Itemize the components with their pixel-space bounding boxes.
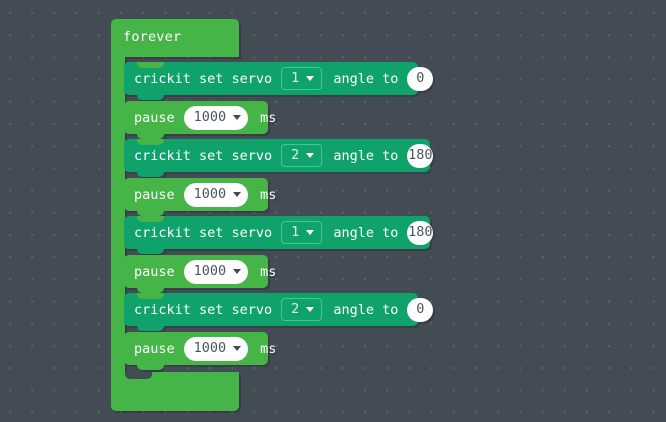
servo-statement-block[interactable]: crickit set servo 2 angle to 0 (124, 293, 434, 331)
pause-duration-value: 1000 (193, 263, 227, 279)
pause-statement-block[interactable]: pause 1000 ms (124, 101, 276, 139)
chevron-down-icon (306, 307, 315, 312)
angle-value-text: 0 (416, 301, 425, 317)
statement-label-leading: pause (134, 340, 175, 357)
servo-statement-block[interactable]: crickit set servo 1 angle to 180 (124, 216, 434, 254)
statement-body[interactable]: pause 1000 ms (124, 101, 276, 139)
statement-label-trailing: angle to (333, 70, 399, 87)
block-bottom-tab (137, 210, 164, 216)
statement-body[interactable]: crickit set servo 2 angle to 0 (124, 293, 434, 331)
chevron-down-icon (306, 153, 315, 158)
statement-label-leading: crickit set servo (134, 70, 273, 87)
angle-value-input[interactable]: 0 (407, 66, 434, 91)
forever-block-header[interactable]: forever (111, 19, 239, 57)
angle-value-input[interactable]: 0 (407, 297, 434, 322)
angle-value-text: 180 (408, 224, 433, 240)
servo-number-value: 2 (291, 301, 300, 317)
servo-number-dropdown[interactable]: 1 (281, 221, 323, 244)
servo-number-value: 1 (291, 70, 300, 86)
statement-label-trailing: ms (260, 340, 277, 357)
pause-statement-block[interactable]: pause 1000 ms (124, 178, 276, 216)
statement-body[interactable]: pause 1000 ms (124, 332, 276, 370)
statement-label-leading: crickit set servo (134, 224, 273, 241)
statement-body[interactable]: pause 1000 ms (124, 178, 276, 216)
pause-duration-dropdown[interactable]: 1000 (183, 105, 249, 130)
statement-body[interactable]: pause 1000 ms (124, 255, 276, 293)
statement-label-trailing: ms (260, 109, 277, 126)
servo-statement-block[interactable]: crickit set servo 2 angle to 180 (124, 139, 434, 177)
block-bottom-tab (137, 171, 164, 177)
block-top-notch (137, 139, 164, 145)
block-bottom-tab (137, 325, 164, 331)
statement-label-leading: crickit set servo (134, 301, 273, 318)
block-top-notch (137, 293, 164, 299)
block-bottom-tab (137, 364, 164, 370)
servo-number-dropdown[interactable]: 2 (281, 298, 323, 321)
block-bottom-tab (137, 133, 164, 139)
pause-statement-block[interactable]: pause 1000 ms (124, 255, 276, 293)
block-top-notch (137, 255, 164, 261)
chevron-down-icon (233, 269, 242, 274)
statement-label-trailing: angle to (333, 147, 399, 164)
pause-duration-dropdown[interactable]: 1000 (183, 182, 249, 207)
block-top-notch (137, 216, 164, 222)
block-bottom-tab (137, 94, 164, 100)
statement-label-trailing: ms (260, 186, 277, 203)
servo-number-dropdown[interactable]: 2 (281, 144, 323, 167)
statement-label-leading: pause (134, 263, 175, 280)
chevron-down-icon (233, 192, 242, 197)
angle-value-text: 180 (408, 147, 433, 163)
pause-duration-dropdown[interactable]: 1000 (183, 336, 249, 361)
servo-number-value: 2 (291, 147, 300, 163)
angle-value-input[interactable]: 180 (407, 143, 434, 168)
forever-label: forever (123, 29, 182, 45)
servo-number-dropdown[interactable]: 1 (281, 67, 323, 90)
angle-value-text: 0 (416, 70, 425, 86)
block-top-notch (137, 332, 164, 338)
statement-label-leading: pause (134, 109, 175, 126)
block-top-notch (137, 62, 164, 68)
pause-duration-value: 1000 (193, 340, 227, 356)
statement-label-trailing: angle to (333, 301, 399, 318)
servo-number-value: 1 (291, 224, 300, 240)
pause-statement-block[interactable]: pause 1000 ms (124, 332, 276, 370)
statement-label-leading: crickit set servo (134, 147, 273, 164)
forever-block-arm (111, 57, 125, 372)
block-top-notch (137, 178, 164, 184)
statement-body[interactable]: crickit set servo 2 angle to 180 (124, 139, 434, 177)
chevron-down-icon (306, 230, 315, 235)
statement-label-leading: pause (134, 186, 175, 203)
block-top-notch (137, 101, 164, 107)
statement-label-trailing: angle to (333, 224, 399, 241)
pause-duration-value: 1000 (193, 109, 227, 125)
pause-duration-value: 1000 (193, 186, 227, 202)
angle-value-input[interactable]: 180 (407, 220, 434, 245)
chevron-down-icon (233, 115, 242, 120)
statement-body[interactable]: crickit set servo 1 angle to 0 (124, 62, 434, 100)
pause-duration-dropdown[interactable]: 1000 (183, 259, 249, 284)
forever-footer-notch (125, 372, 152, 379)
forever-block-footer[interactable] (111, 372, 239, 411)
block-bottom-tab (137, 287, 164, 293)
block-bottom-tab (137, 248, 164, 254)
statement-label-trailing: ms (260, 263, 277, 280)
chevron-down-icon (306, 76, 315, 81)
statement-body[interactable]: crickit set servo 1 angle to 180 (124, 216, 434, 254)
servo-statement-block[interactable]: crickit set servo 1 angle to 0 (124, 62, 434, 100)
chevron-down-icon (233, 346, 242, 351)
